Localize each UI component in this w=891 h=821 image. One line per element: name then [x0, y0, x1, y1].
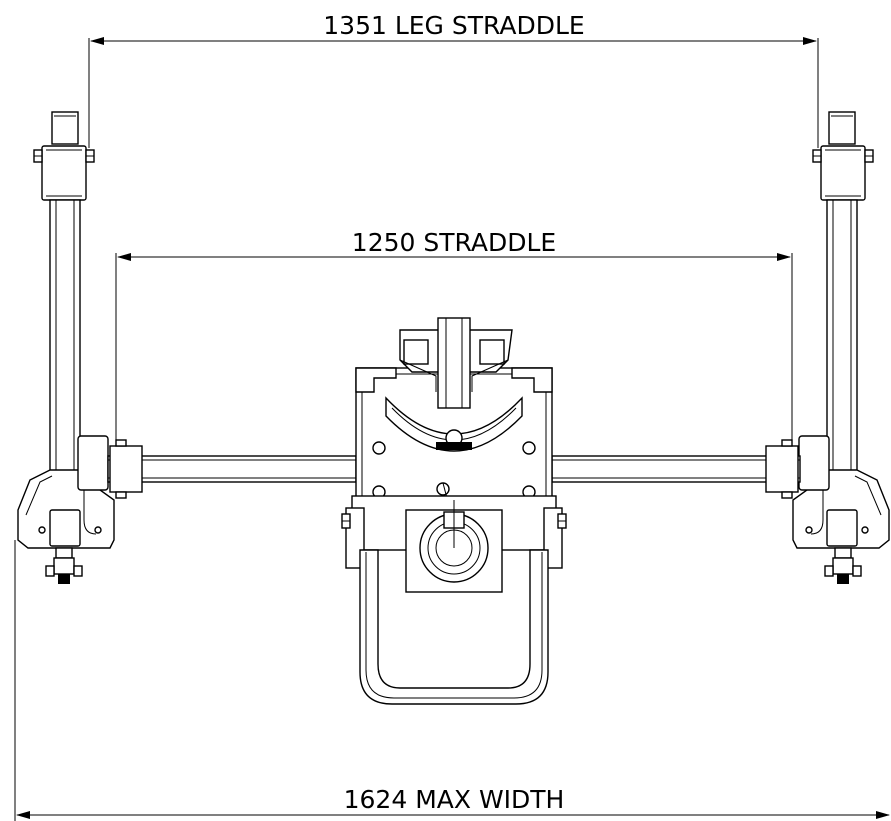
cross-beam [107, 439, 801, 499]
max-width-dimension: 1624 MAX WIDTH [14, 540, 890, 821]
left-leg [17, 111, 115, 584]
max-width-label: 1624 MAX WIDTH [344, 785, 565, 814]
right-leg [792, 111, 890, 584]
straddle-label: 1250 STRADDLE [352, 228, 556, 257]
leg-straddle-label: 1351 LEG STRADDLE [323, 11, 584, 40]
leg-straddle-dimension: 1351 LEG STRADDLE [88, 11, 819, 148]
straddle-dimension: 1250 STRADDLE [115, 228, 793, 440]
center-head [341, 317, 567, 705]
